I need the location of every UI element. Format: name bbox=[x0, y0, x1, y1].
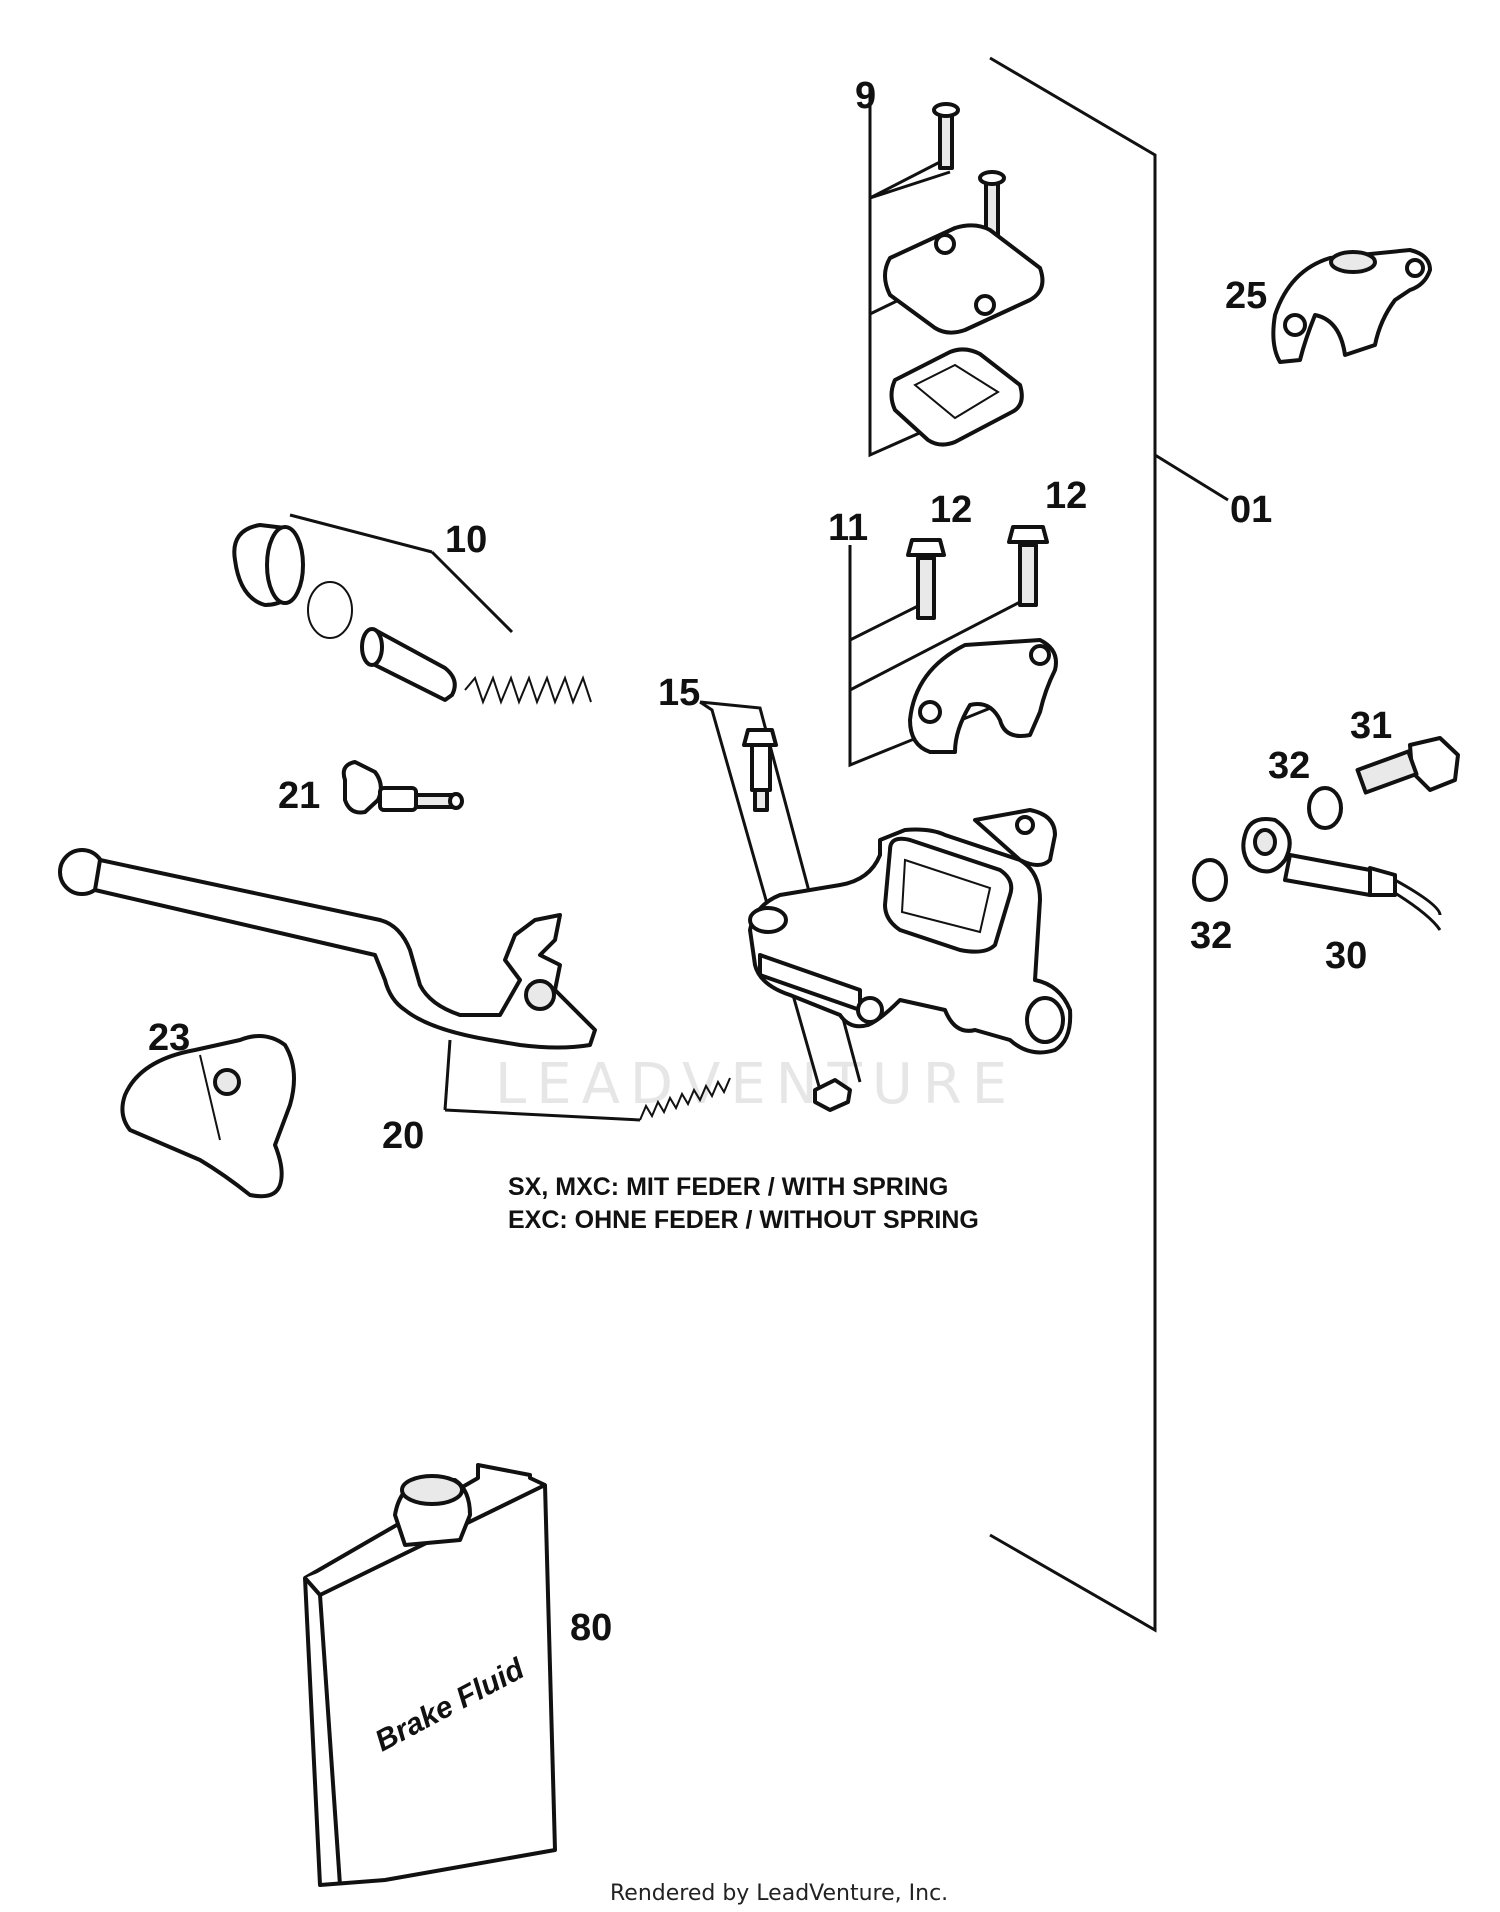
callout-01: 01 bbox=[1230, 489, 1272, 531]
lever-boot-23[interactable] bbox=[120, 1034, 296, 1199]
master-cylinder-body[interactable] bbox=[748, 808, 1073, 1055]
callout-23: 23 bbox=[148, 1017, 190, 1059]
callout-80: 80 bbox=[570, 1607, 612, 1649]
brake-lever-20[interactable] bbox=[58, 848, 641, 1122]
handlebar-clamp-25[interactable] bbox=[1271, 248, 1432, 364]
brake-fluid-container-80[interactable]: Brake Fluid bbox=[303, 1463, 557, 1887]
callout-32: 32 bbox=[1190, 915, 1232, 957]
lever-return-spring[interactable] bbox=[639, 1077, 731, 1121]
piston-spring[interactable] bbox=[464, 675, 592, 705]
cover-screw[interactable] bbox=[938, 110, 954, 170]
reservoir-cover-group-9[interactable] bbox=[868, 88, 1045, 458]
spring-note-line-1: SX, MXC: MIT FEDER / WITH SPRING bbox=[508, 1173, 948, 1201]
lever-adjuster-21[interactable] bbox=[341, 760, 464, 815]
callout-32: 32 bbox=[1268, 745, 1310, 787]
clamp-group-11[interactable] bbox=[848, 525, 1058, 768]
brake-hose-group[interactable] bbox=[1192, 736, 1460, 931]
callout-11: 11 bbox=[828, 507, 868, 549]
assembly-bracket-01 bbox=[989, 56, 1229, 1633]
sealing-washer[interactable] bbox=[1192, 858, 1228, 902]
callout-21: 21 bbox=[278, 775, 320, 817]
reservoir-cover[interactable] bbox=[883, 223, 1045, 335]
watermark-text: LEADVENTURE bbox=[495, 1052, 1017, 1117]
callout-12: 12 bbox=[1045, 475, 1087, 517]
reservoir-diaphragm[interactable] bbox=[889, 347, 1024, 447]
sealing-washer[interactable] bbox=[1307, 786, 1343, 830]
callout-20: 20 bbox=[382, 1115, 424, 1157]
callout-15: 15 bbox=[658, 672, 700, 714]
pivot-nut[interactable] bbox=[813, 1078, 852, 1112]
callout-31: 31 bbox=[1350, 705, 1392, 747]
clamp-bolt[interactable] bbox=[1018, 543, 1038, 607]
spring-note-line-2: EXC: OHNE FEDER / WITHOUT SPRING bbox=[508, 1206, 979, 1234]
callout-9: 9 bbox=[855, 75, 876, 117]
clamp-bolt[interactable] bbox=[916, 556, 936, 620]
callout-12: 12 bbox=[930, 489, 972, 531]
callout-25: 25 bbox=[1225, 275, 1267, 317]
callout-10: 10 bbox=[445, 519, 487, 561]
callout-30: 30 bbox=[1325, 935, 1367, 977]
footer-credit: Rendered by LeadVenture, Inc. bbox=[610, 1881, 948, 1906]
piston-kit-10[interactable] bbox=[232, 513, 592, 705]
banjo-bolt[interactable] bbox=[1408, 736, 1460, 792]
